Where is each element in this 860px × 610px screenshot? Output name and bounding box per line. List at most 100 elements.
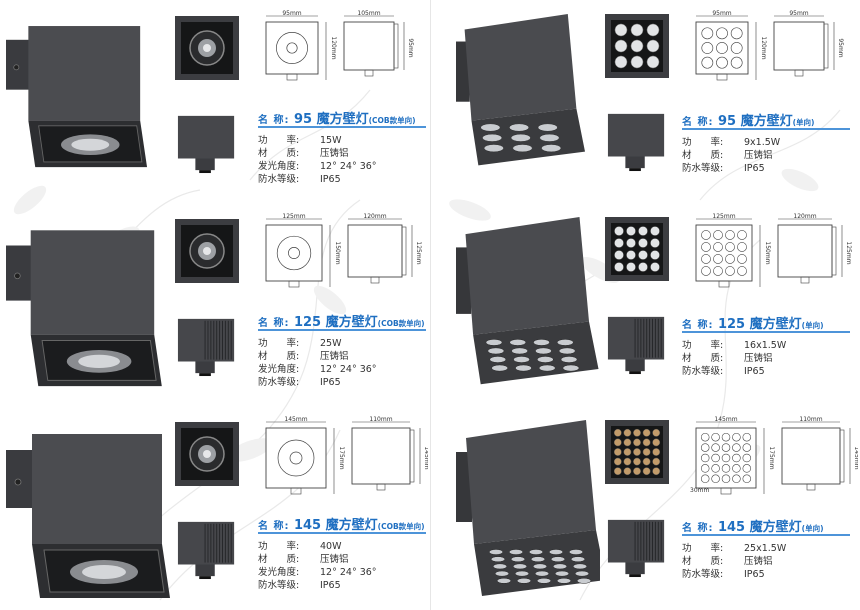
title-underline bbox=[258, 329, 426, 331]
product-name: 名 称: 95 魔方壁灯(单向) bbox=[682, 110, 814, 129]
spec-row: 发光角度:12° 24° 36° bbox=[258, 363, 377, 376]
product-title-suffix: (单向) bbox=[801, 321, 824, 330]
title-underline bbox=[682, 128, 850, 130]
product-title: 魔方壁灯 bbox=[740, 114, 793, 129]
bracket-dimension: 30mm bbox=[690, 487, 709, 494]
spec-key: 防水等级: bbox=[682, 569, 724, 580]
spec-value: 压铸铝 bbox=[744, 353, 773, 364]
spec-key: 功 率: bbox=[682, 543, 724, 554]
name-label: 名 称: bbox=[682, 117, 718, 128]
product-size: 145 bbox=[293, 518, 326, 533]
product-front-thumbnail bbox=[605, 217, 669, 281]
spec-value: 12° 24° 36° bbox=[320, 161, 377, 172]
spec-key: 防水等级: bbox=[682, 366, 724, 377]
front-height-dimension: 150mm bbox=[764, 241, 771, 264]
spec-value: 压铸铝 bbox=[320, 351, 349, 362]
spec-row: 防水等级: IP65 bbox=[682, 568, 786, 581]
side-height-dimension: 95mm bbox=[407, 38, 414, 57]
product-size: 145 bbox=[717, 520, 750, 535]
product-main-image bbox=[6, 26, 148, 168]
name-label: 名 称: bbox=[258, 521, 294, 532]
front-width-dimension: 125mm bbox=[282, 213, 305, 220]
spec-row: 防水等级:IP65 bbox=[258, 376, 377, 389]
spec-key: 材 质: bbox=[682, 556, 724, 567]
spec-key: 发光角度: bbox=[258, 161, 300, 172]
spec-value: IP65 bbox=[320, 377, 341, 388]
spec-row: 材 质: 压铸铝 bbox=[682, 555, 786, 568]
spec-value: 压铸铝 bbox=[744, 150, 773, 161]
product-side-thumbnail bbox=[607, 519, 665, 578]
spec-value: 25W bbox=[320, 338, 342, 349]
spec-key: 材 质: bbox=[258, 148, 300, 159]
spec-row: 防水等级:IP65 bbox=[682, 162, 780, 175]
side-height-dimension: 145mm bbox=[853, 446, 858, 469]
title-underline bbox=[682, 534, 850, 536]
spec-key: 发光角度: bbox=[258, 567, 300, 578]
spec-key: 功 率: bbox=[258, 135, 300, 146]
product-title-suffix: (单向) bbox=[792, 118, 815, 127]
spec-value: IP65 bbox=[744, 366, 765, 377]
column-divider bbox=[430, 0, 431, 610]
spec-row: 防水等级:IP65 bbox=[258, 173, 377, 186]
product-name: 名 称: 145 魔方壁灯(单向) bbox=[682, 516, 824, 535]
spec-key: 功 率: bbox=[258, 541, 300, 552]
product-main-image bbox=[6, 230, 162, 387]
product-size: 95 bbox=[293, 112, 317, 127]
front-height-dimension: 120mm bbox=[760, 36, 767, 59]
spec-row: 发光角度: 12° 24° 36° bbox=[258, 566, 377, 579]
front-width-dimension: 125mm bbox=[712, 213, 735, 220]
spec-value: 9x1.5W bbox=[744, 137, 781, 148]
front-height-dimension: 150mm bbox=[334, 241, 341, 264]
name-label: 名 称: bbox=[682, 320, 718, 331]
front-height-dimension: 175mm bbox=[768, 446, 775, 469]
spec-key: 材 质: bbox=[682, 150, 724, 161]
side-width-dimension: 120mm bbox=[793, 213, 816, 220]
spec-row: 功 率:9x1.5W bbox=[682, 136, 780, 149]
spec-key: 防水等级: bbox=[258, 580, 300, 591]
product-front-thumbnail bbox=[175, 219, 239, 283]
product-title-suffix: (单向) bbox=[801, 524, 824, 533]
spec-row: 功 率:25x1.5W bbox=[682, 542, 786, 555]
spec-value: 压铸铝 bbox=[744, 556, 773, 567]
spec-value: 15W bbox=[320, 135, 342, 146]
spec-row: 材 质: 压铸铝 bbox=[258, 147, 377, 160]
spec-value: IP65 bbox=[744, 569, 765, 580]
front-height-dimension: 120mm bbox=[330, 36, 337, 59]
spec-value: 压铸铝 bbox=[320, 148, 349, 159]
spec-value: 16x1.5W bbox=[744, 340, 787, 351]
front-height-dimension: 175mm bbox=[338, 446, 345, 469]
name-label: 名 称: bbox=[258, 318, 294, 329]
spec-row: 防水等级: IP65 bbox=[682, 365, 786, 378]
spec-row: 功 率: 15W bbox=[258, 134, 377, 147]
spec-value: 12° 24° 36° bbox=[320, 567, 377, 578]
product-side-thumbnail bbox=[177, 521, 235, 580]
product-title-suffix: (COB款单向) bbox=[377, 522, 425, 531]
front-width-dimension: 95mm bbox=[282, 10, 301, 17]
side-width-dimension: 105mm bbox=[357, 10, 380, 17]
product-name: 名 称: 125 魔方壁灯(COB款单向) bbox=[258, 311, 425, 330]
product-main-image bbox=[456, 217, 599, 385]
product-size: 125 bbox=[717, 317, 750, 332]
side-width-dimension: 95mm bbox=[789, 10, 808, 17]
spec-key: 材 质: bbox=[258, 351, 300, 362]
product-side-thumbnail bbox=[607, 113, 665, 172]
product-title: 魔方壁灯 bbox=[749, 520, 802, 535]
front-width-dimension: 145mm bbox=[284, 416, 307, 423]
spec-row: 材 质:压铸铝 bbox=[258, 553, 377, 566]
front-width-dimension: 95mm bbox=[712, 10, 731, 17]
spec-value: IP65 bbox=[320, 580, 341, 591]
spec-row: 材 质: 压铸铝 bbox=[258, 350, 377, 363]
product-side-thumbnail bbox=[177, 115, 235, 174]
